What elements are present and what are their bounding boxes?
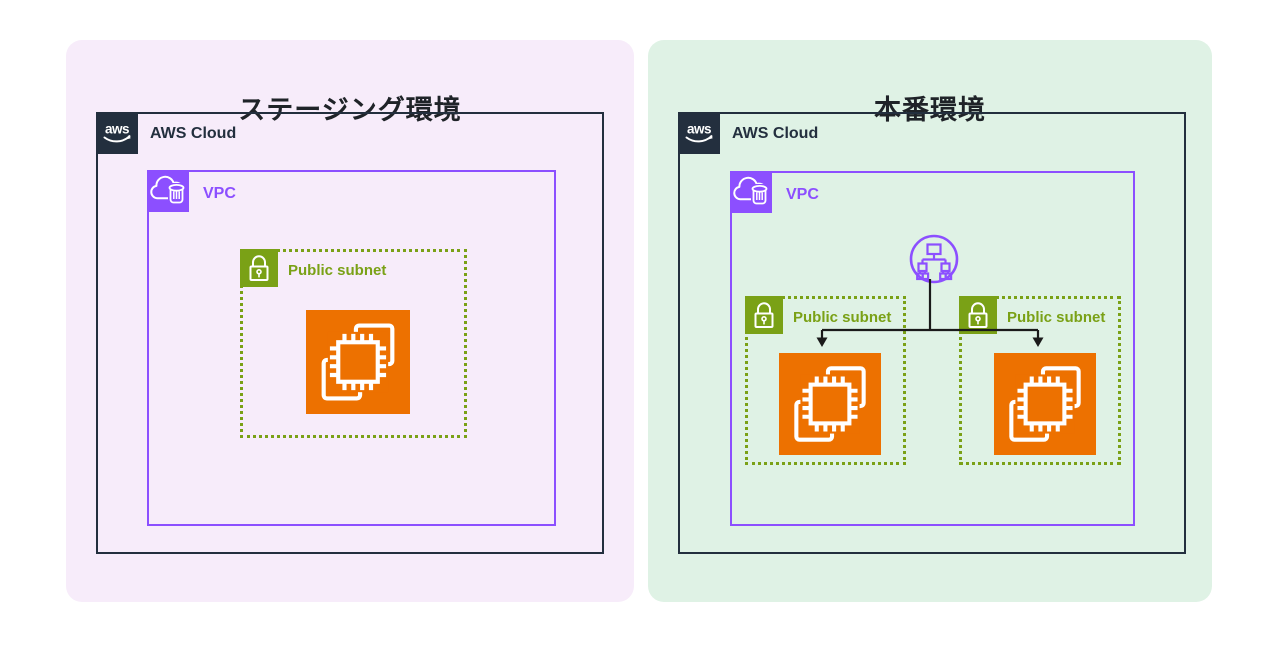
subnet-badge xyxy=(745,296,783,334)
subnet-label: Public subnet xyxy=(288,262,387,279)
public-subnet-group-2: Public subnet xyxy=(959,296,1121,465)
lock-icon xyxy=(754,302,774,328)
subnet-badge xyxy=(959,296,997,334)
vpc-group: VPC Public subnet xyxy=(146,169,556,526)
aws-cloud-group: aws AWS Cloud VPC xyxy=(95,111,604,554)
aws-logo-badge: aws xyxy=(677,111,720,154)
public-subnet-group-1: Public subnet xyxy=(745,296,906,465)
subnet-label: Public subnet xyxy=(793,309,892,326)
production-environment-panel: 本番環境 aws AWS Cloud xyxy=(648,40,1212,602)
ec2-instances-icon xyxy=(306,310,410,414)
staging-title: ステージング環境 xyxy=(238,95,462,125)
vpc-badge xyxy=(146,169,189,212)
vpc-badge xyxy=(729,170,772,213)
aws-cloud-label: AWS Cloud xyxy=(150,125,237,142)
lock-icon xyxy=(249,255,269,281)
ec2-instances-icon xyxy=(994,353,1096,455)
ec2-instance xyxy=(306,310,410,414)
public-subnet-group: Public subnet xyxy=(240,249,467,438)
vpc-icon xyxy=(149,175,186,205)
ec2-instance-1 xyxy=(779,353,881,455)
vpc-label: VPC xyxy=(203,185,236,202)
aws-cloud-group: aws AWS Cloud VPC xyxy=(677,111,1186,554)
production-title: 本番環境 xyxy=(874,95,986,125)
svg-text:aws: aws xyxy=(686,121,710,136)
subnet-badge xyxy=(240,249,278,287)
aws-cloud-label: AWS Cloud xyxy=(732,125,819,142)
staging-environment-panel: ステージング環境 aws AWS Cloud xyxy=(66,40,634,602)
vpc-icon xyxy=(732,176,769,206)
svg-text:aws: aws xyxy=(104,121,128,136)
vpc-group: VPC xyxy=(729,170,1135,526)
network-tree-icon xyxy=(909,234,959,284)
ec2-instance-2 xyxy=(994,353,1096,455)
ec2-instances-icon xyxy=(779,353,881,455)
lock-icon xyxy=(968,302,988,328)
aws-logo-badge: aws xyxy=(95,111,138,154)
subnet-label: Public subnet xyxy=(1007,309,1106,326)
aws-logo-icon: aws xyxy=(685,121,713,142)
network-node xyxy=(908,233,960,285)
aws-logo-icon: aws xyxy=(103,121,131,142)
vpc-label: VPC xyxy=(786,186,819,203)
